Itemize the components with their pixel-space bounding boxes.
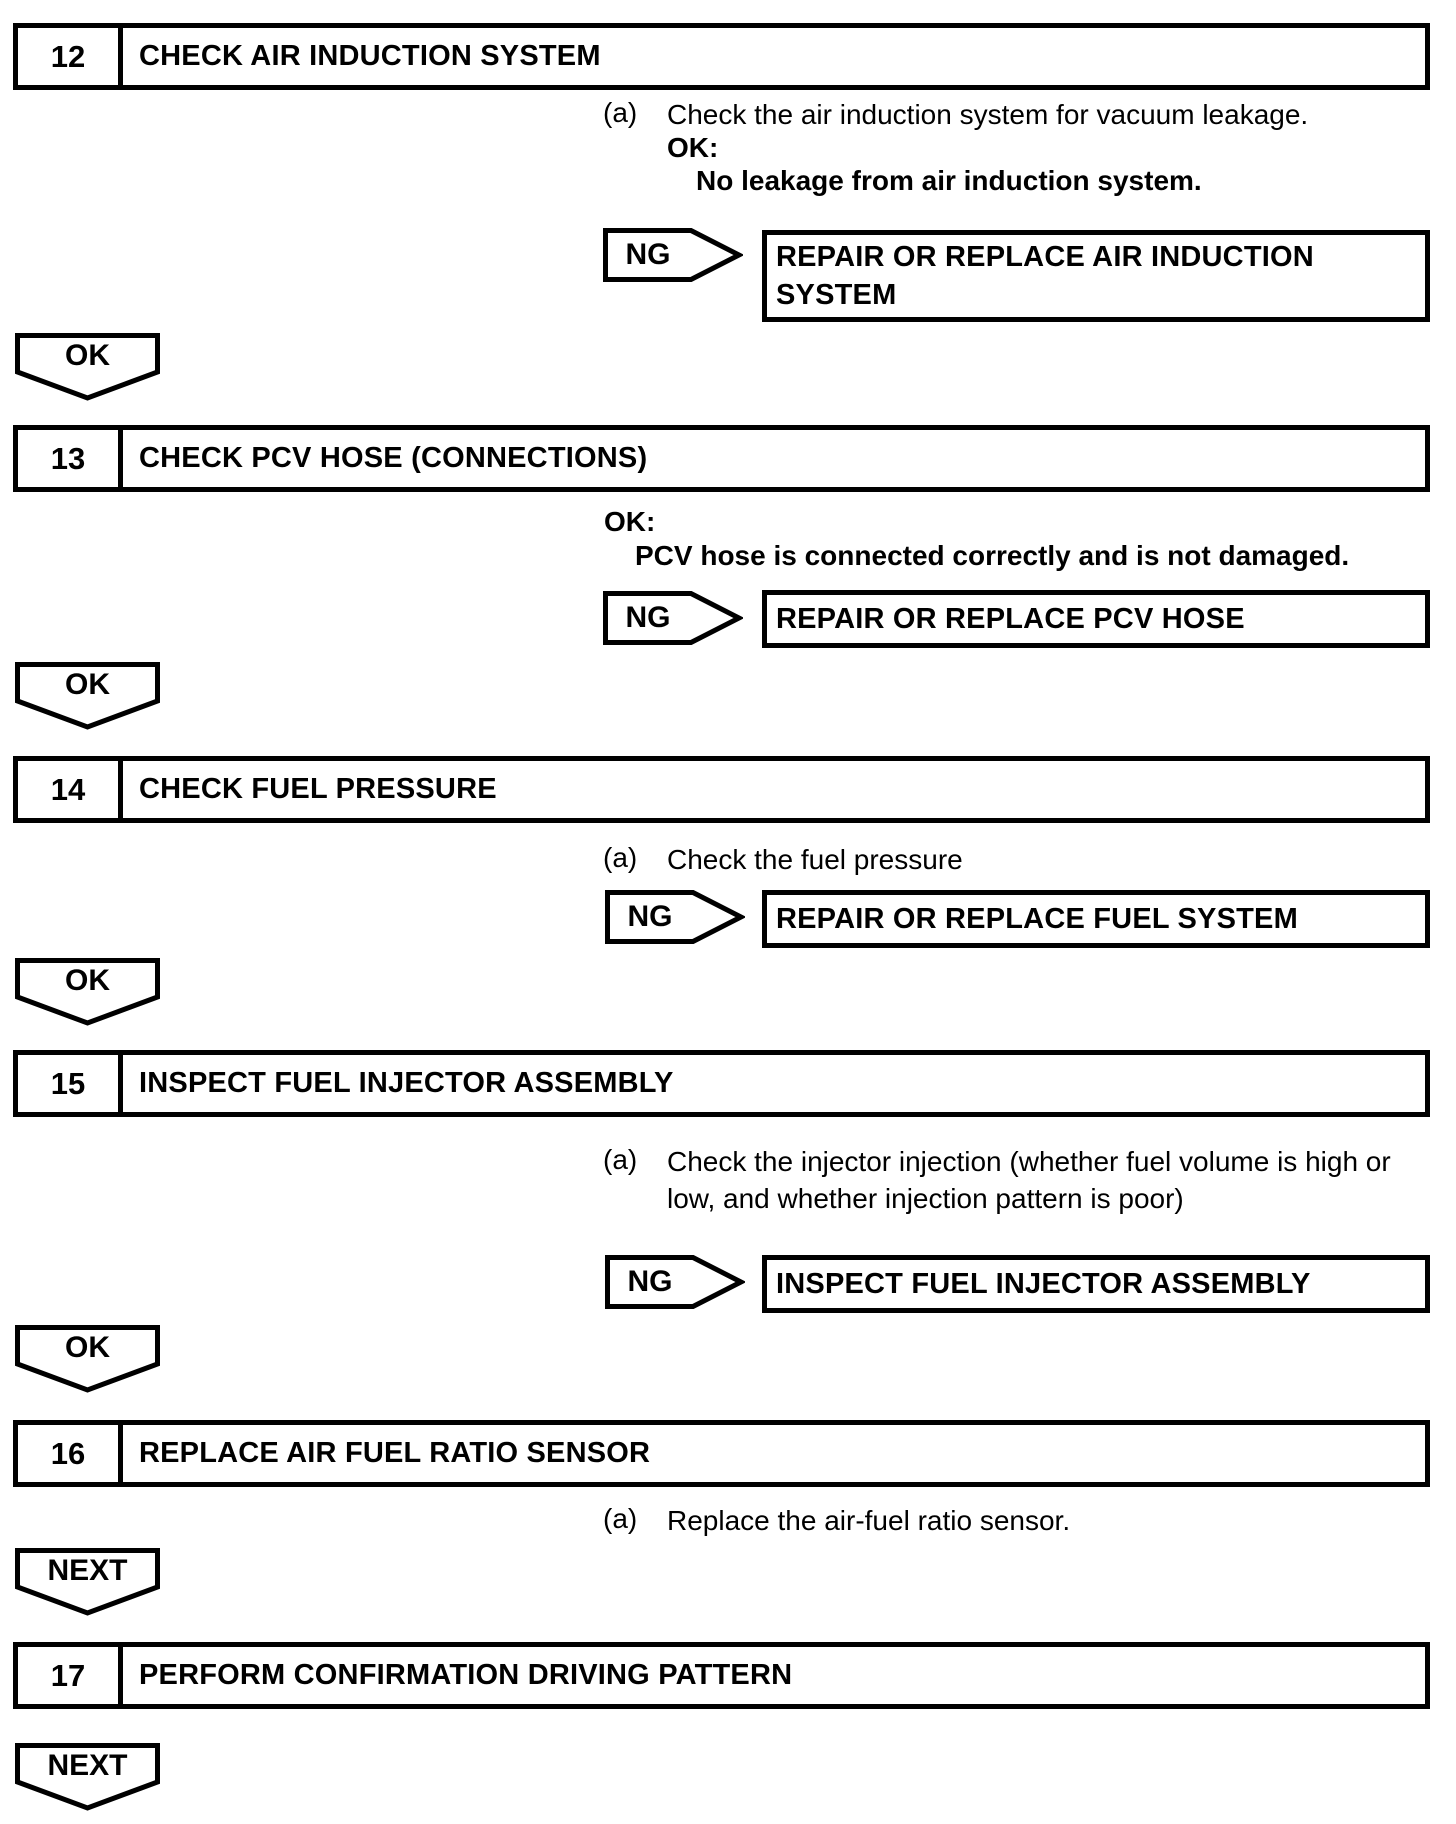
ok-connector-icon xyxy=(15,1325,160,1393)
ok-criteria-label: OK: xyxy=(667,132,719,163)
ng-action-box: REPAIR OR REPLACE AIR INDUCTION SYSTEM xyxy=(762,230,1430,322)
next-connector-label: NEXT xyxy=(47,1749,128,1782)
step-title: CHECK FUEL PRESSURE xyxy=(139,773,497,805)
ng-arrow-icon xyxy=(603,228,743,282)
ng-label: NG xyxy=(625,601,671,634)
step-number: 17 xyxy=(18,1647,123,1704)
body-item-marker: (a) xyxy=(603,842,638,873)
ng-arrow-icon xyxy=(605,890,745,944)
next-connector-icon xyxy=(15,1743,160,1811)
ng-action-box: INSPECT FUEL INJECTOR ASSEMBLY xyxy=(762,1255,1430,1313)
ng-arrow-icon xyxy=(603,591,743,645)
step-number: 15 xyxy=(18,1055,123,1112)
ok-criteria-text: PCV hose is connected correctly and is n… xyxy=(635,540,1350,571)
ok-criteria-label: OK: xyxy=(604,506,656,537)
step-title: INSPECT FUEL INJECTOR ASSEMBLY xyxy=(139,1067,674,1099)
ok-connector-label: OK xyxy=(65,668,110,701)
body-item-text: Check the injector injection (whether fu… xyxy=(667,1146,1391,1214)
ng-label: NG xyxy=(627,900,673,933)
next-connector-label: NEXT xyxy=(47,1554,128,1587)
step-header-14: 14 CHECK FUEL PRESSURE xyxy=(13,756,1430,823)
ok-connector-label: OK xyxy=(65,964,110,997)
ng-arrow-icon xyxy=(605,1255,745,1309)
step-number: 14 xyxy=(18,761,123,818)
body-item-text: Replace the air-fuel ratio sensor. xyxy=(667,1505,1071,1536)
body-item-marker: (a) xyxy=(603,1503,638,1534)
ng-action-box: REPAIR OR REPLACE FUEL SYSTEM xyxy=(762,890,1430,948)
step-title: CHECK PCV HOSE (CONNECTIONS) xyxy=(139,442,648,474)
ng-label: NG xyxy=(625,238,671,271)
step-header-12: 12 CHECK AIR INDUCTION SYSTEM xyxy=(13,23,1430,90)
step-title: PERFORM CONFIRMATION DRIVING PATTERN xyxy=(139,1659,793,1691)
body-item-marker: (a) xyxy=(603,1144,638,1175)
step-header-16: 16 REPLACE AIR FUEL RATIO SENSOR xyxy=(13,1420,1430,1487)
body-item-marker: (a) xyxy=(603,97,638,128)
ok-connector-icon xyxy=(15,662,160,730)
next-connector-icon xyxy=(15,1548,160,1616)
step-header-15: 15 INSPECT FUEL INJECTOR ASSEMBLY xyxy=(13,1050,1430,1117)
step-header-17: 17 PERFORM CONFIRMATION DRIVING PATTERN xyxy=(13,1642,1430,1709)
ok-connector-label: OK xyxy=(65,1331,110,1364)
ok-connector-icon xyxy=(15,333,160,401)
step-number: 13 xyxy=(18,430,123,487)
ng-action-box: REPAIR OR REPLACE PCV HOSE xyxy=(762,590,1430,648)
step-title: REPLACE AIR FUEL RATIO SENSOR xyxy=(139,1437,651,1469)
body-item-text: Check the air induction system for vacuu… xyxy=(667,99,1309,130)
body-item-text: Check the fuel pressure xyxy=(667,844,963,875)
step-number: 12 xyxy=(18,28,123,85)
ok-connector-icon xyxy=(15,958,160,1026)
step-title: CHECK AIR INDUCTION SYSTEM xyxy=(139,40,601,72)
ok-criteria-text: No leakage from air induction system. xyxy=(696,165,1202,196)
ng-label: NG xyxy=(627,1265,673,1298)
ok-connector-label: OK xyxy=(65,339,110,372)
step-number: 16 xyxy=(18,1425,123,1482)
step-header-13: 13 CHECK PCV HOSE (CONNECTIONS) xyxy=(13,425,1430,492)
